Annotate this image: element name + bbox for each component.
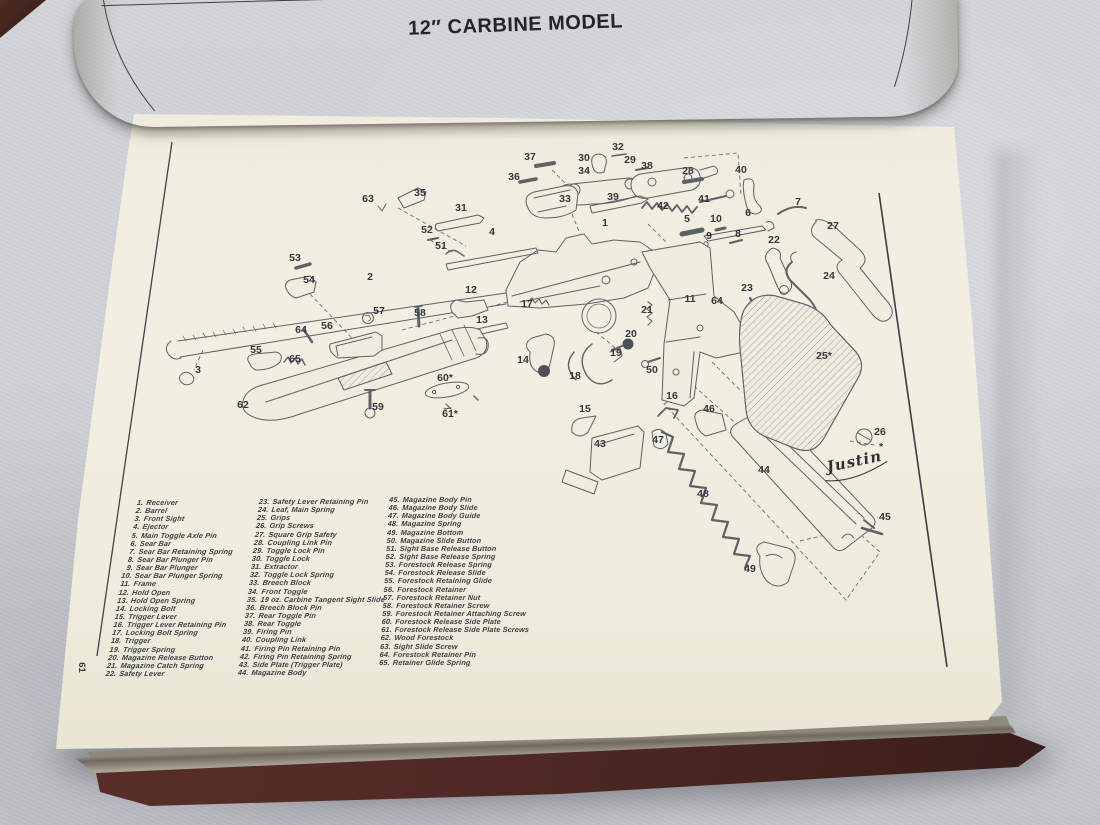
part-number-label: 63 — [362, 193, 374, 205]
part-number-label: 9 — [706, 230, 712, 242]
part-number-label: 40 — [735, 164, 747, 176]
part-number-label: 59 — [372, 401, 384, 413]
part-number-label: 45 — [879, 511, 891, 523]
part-number-label: 4 — [489, 226, 495, 238]
part-number-label: 20 — [625, 328, 637, 340]
part-number-label: 61* — [442, 408, 459, 420]
part-number-label: 35 — [414, 187, 426, 199]
part-number-label: 2 — [367, 271, 373, 283]
part-number-label: 16 — [666, 390, 678, 402]
part-number-label: 19 — [610, 347, 622, 359]
part-number-label: 34 — [578, 165, 590, 177]
part-number-label: 11 — [684, 293, 695, 305]
part-number-label: 38 — [641, 160, 653, 172]
part-number-label: 29 — [624, 154, 636, 166]
part-number-label: 8 — [735, 228, 741, 240]
page-number: 61 — [75, 662, 87, 673]
part-number-label: 22 — [768, 234, 780, 246]
part-number-label: 57 — [373, 305, 385, 317]
part-number-label: 21 — [641, 304, 653, 316]
part-number-label: 44 — [758, 464, 770, 476]
part-number-label: 60* — [437, 372, 454, 384]
part-number-label: 5 — [684, 213, 690, 225]
part-number-label: 64 — [295, 324, 307, 336]
part-number-label: 48 — [697, 488, 709, 500]
part-number-label: * — [879, 441, 884, 453]
part-number-label: 46 — [703, 403, 715, 415]
part-number-label: 37 — [524, 151, 536, 163]
part-number-label: 53 — [289, 252, 301, 264]
part-number-label: 39 — [607, 191, 619, 203]
part-number-label: 12 — [465, 284, 477, 296]
part-number-label: 30 — [578, 152, 590, 164]
part-number-label: 6 — [745, 207, 751, 219]
part-number-label: 55 — [250, 344, 262, 356]
book-edge-shadow — [995, 150, 1041, 720]
part-number-label: 13 — [476, 314, 488, 326]
part-number-label: 23 — [741, 282, 753, 294]
part-number-label: 33 — [559, 193, 571, 205]
part-number-label: 3 — [195, 364, 201, 376]
part-number-label: 43 — [594, 438, 606, 450]
part-number-label: 32 — [612, 141, 624, 153]
part-number-label: 58 — [414, 307, 426, 319]
part-number-label: 18 — [569, 370, 581, 382]
part-number-label: 26 — [874, 426, 886, 438]
part-number-label: 31 — [455, 202, 467, 214]
part-number-label: 36 — [508, 171, 520, 183]
part-number-label: 56 — [321, 320, 333, 332]
part-number-label: 52 — [421, 224, 433, 236]
curled-page: 12″ CARBINE MODEL — [73, 0, 959, 128]
part-number-label: 49 — [744, 563, 756, 575]
part-number-label: 7 — [795, 196, 801, 208]
part-number-label: 1 — [602, 217, 608, 229]
part-number-label: 42 — [657, 200, 669, 212]
part-number-label: 65 — [289, 353, 301, 365]
curled-page-frame-rules — [101, 0, 926, 112]
part-number-label: 14 — [517, 354, 529, 366]
part-number-label: 15 — [579, 403, 591, 415]
part-number-label: 27 — [827, 220, 839, 232]
part-number-label: 47 — [652, 434, 664, 446]
part-number-label: 64 — [711, 295, 723, 307]
handwritten-signature: Justin — [822, 447, 883, 477]
part-number-label: 10 — [710, 213, 722, 225]
part-number-label: 25* — [816, 350, 833, 362]
diagram-line-art — [165, 153, 893, 587]
part-number-label: 51 — [435, 240, 447, 252]
part-number-label: 54 — [303, 274, 315, 286]
page-frame-rule-right — [878, 192, 948, 668]
page-frame-rule-left — [96, 141, 173, 657]
part-number-label: 24 — [823, 270, 835, 282]
part-number-label: 17 — [521, 298, 533, 310]
book-cover-corner — [0, 0, 46, 38]
part-number-label: 62 — [237, 399, 249, 411]
part-number-label: 28 — [682, 165, 694, 177]
part-number-label: 41 — [698, 193, 710, 205]
part-number-label: 50 — [646, 364, 658, 376]
